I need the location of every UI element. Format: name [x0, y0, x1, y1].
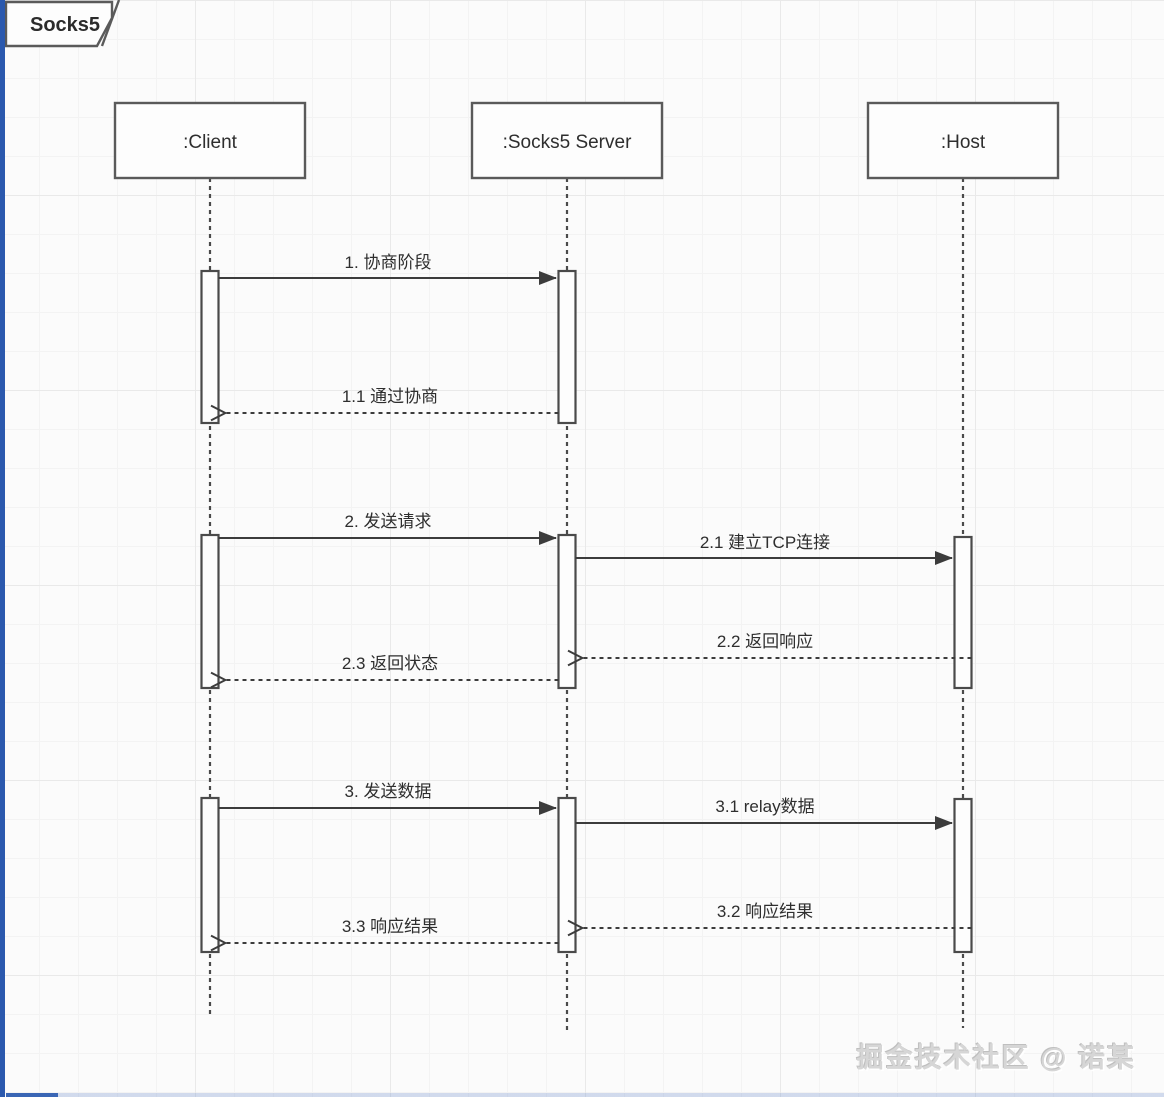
participant-server-label: :Socks5 Server [503, 132, 632, 153]
message-1-1-label: 1.1 通过协商 [342, 387, 438, 406]
message-2-2: 2.2 返回响应 [581, 632, 972, 658]
message-2-label: 2. 发送请求 [345, 512, 432, 531]
message-3-1-label: 3.1 relay数据 [715, 797, 814, 816]
message-1-1: 1.1 通过协商 [224, 387, 559, 413]
frame-title: Socks5 [30, 14, 100, 36]
activation-client-1 [200, 269, 220, 425]
participant-client: :Client [113, 101, 307, 180]
message-3-2: 3.2 响应结果 [581, 902, 972, 928]
message-2-3: 2.3 返回状态 [224, 654, 559, 680]
participant-client-label: :Client [183, 132, 238, 153]
bottom-accent-strip [6, 1093, 1164, 1097]
message-2: 2. 发送请求 [218, 512, 557, 545]
left-accent-bar [0, 0, 5, 1097]
activation-host-2 [953, 797, 973, 954]
activation-client-2 [200, 533, 220, 690]
activation-server-1 [557, 269, 577, 425]
activation-client-3 [200, 796, 220, 954]
message-3-1: 3.1 relay数据 [575, 797, 953, 830]
activation-server-2 [557, 533, 577, 690]
message-3-2-label: 3.2 响应结果 [717, 902, 813, 921]
frame-title-tab: Socks5 [4, 0, 121, 48]
message-3-3-label: 3.3 响应结果 [342, 917, 438, 936]
message-1: 1. 协商阶段 [218, 253, 557, 285]
message-3: 3. 发送数据 [218, 782, 557, 815]
message-3-label: 3. 发送数据 [345, 782, 432, 801]
participant-host: :Host [866, 101, 1060, 180]
message-2-1: 2.1 建立TCP连接 [575, 533, 953, 565]
activation-server-3 [557, 796, 577, 954]
message-2-2-label: 2.2 返回响应 [717, 632, 813, 651]
message-2-3-label: 2.3 返回状态 [342, 654, 438, 673]
activation-host-1 [953, 535, 973, 690]
participant-server: :Socks5 Server [470, 101, 664, 180]
watermark-text: 掘金技术社区 @ 诺某 [856, 1043, 1136, 1073]
participant-host-label: :Host [941, 132, 986, 153]
message-2-1-label: 2.1 建立TCP连接 [700, 533, 830, 552]
message-1-label: 1. 协商阶段 [345, 253, 432, 272]
message-3-3: 3.3 响应结果 [224, 917, 559, 943]
